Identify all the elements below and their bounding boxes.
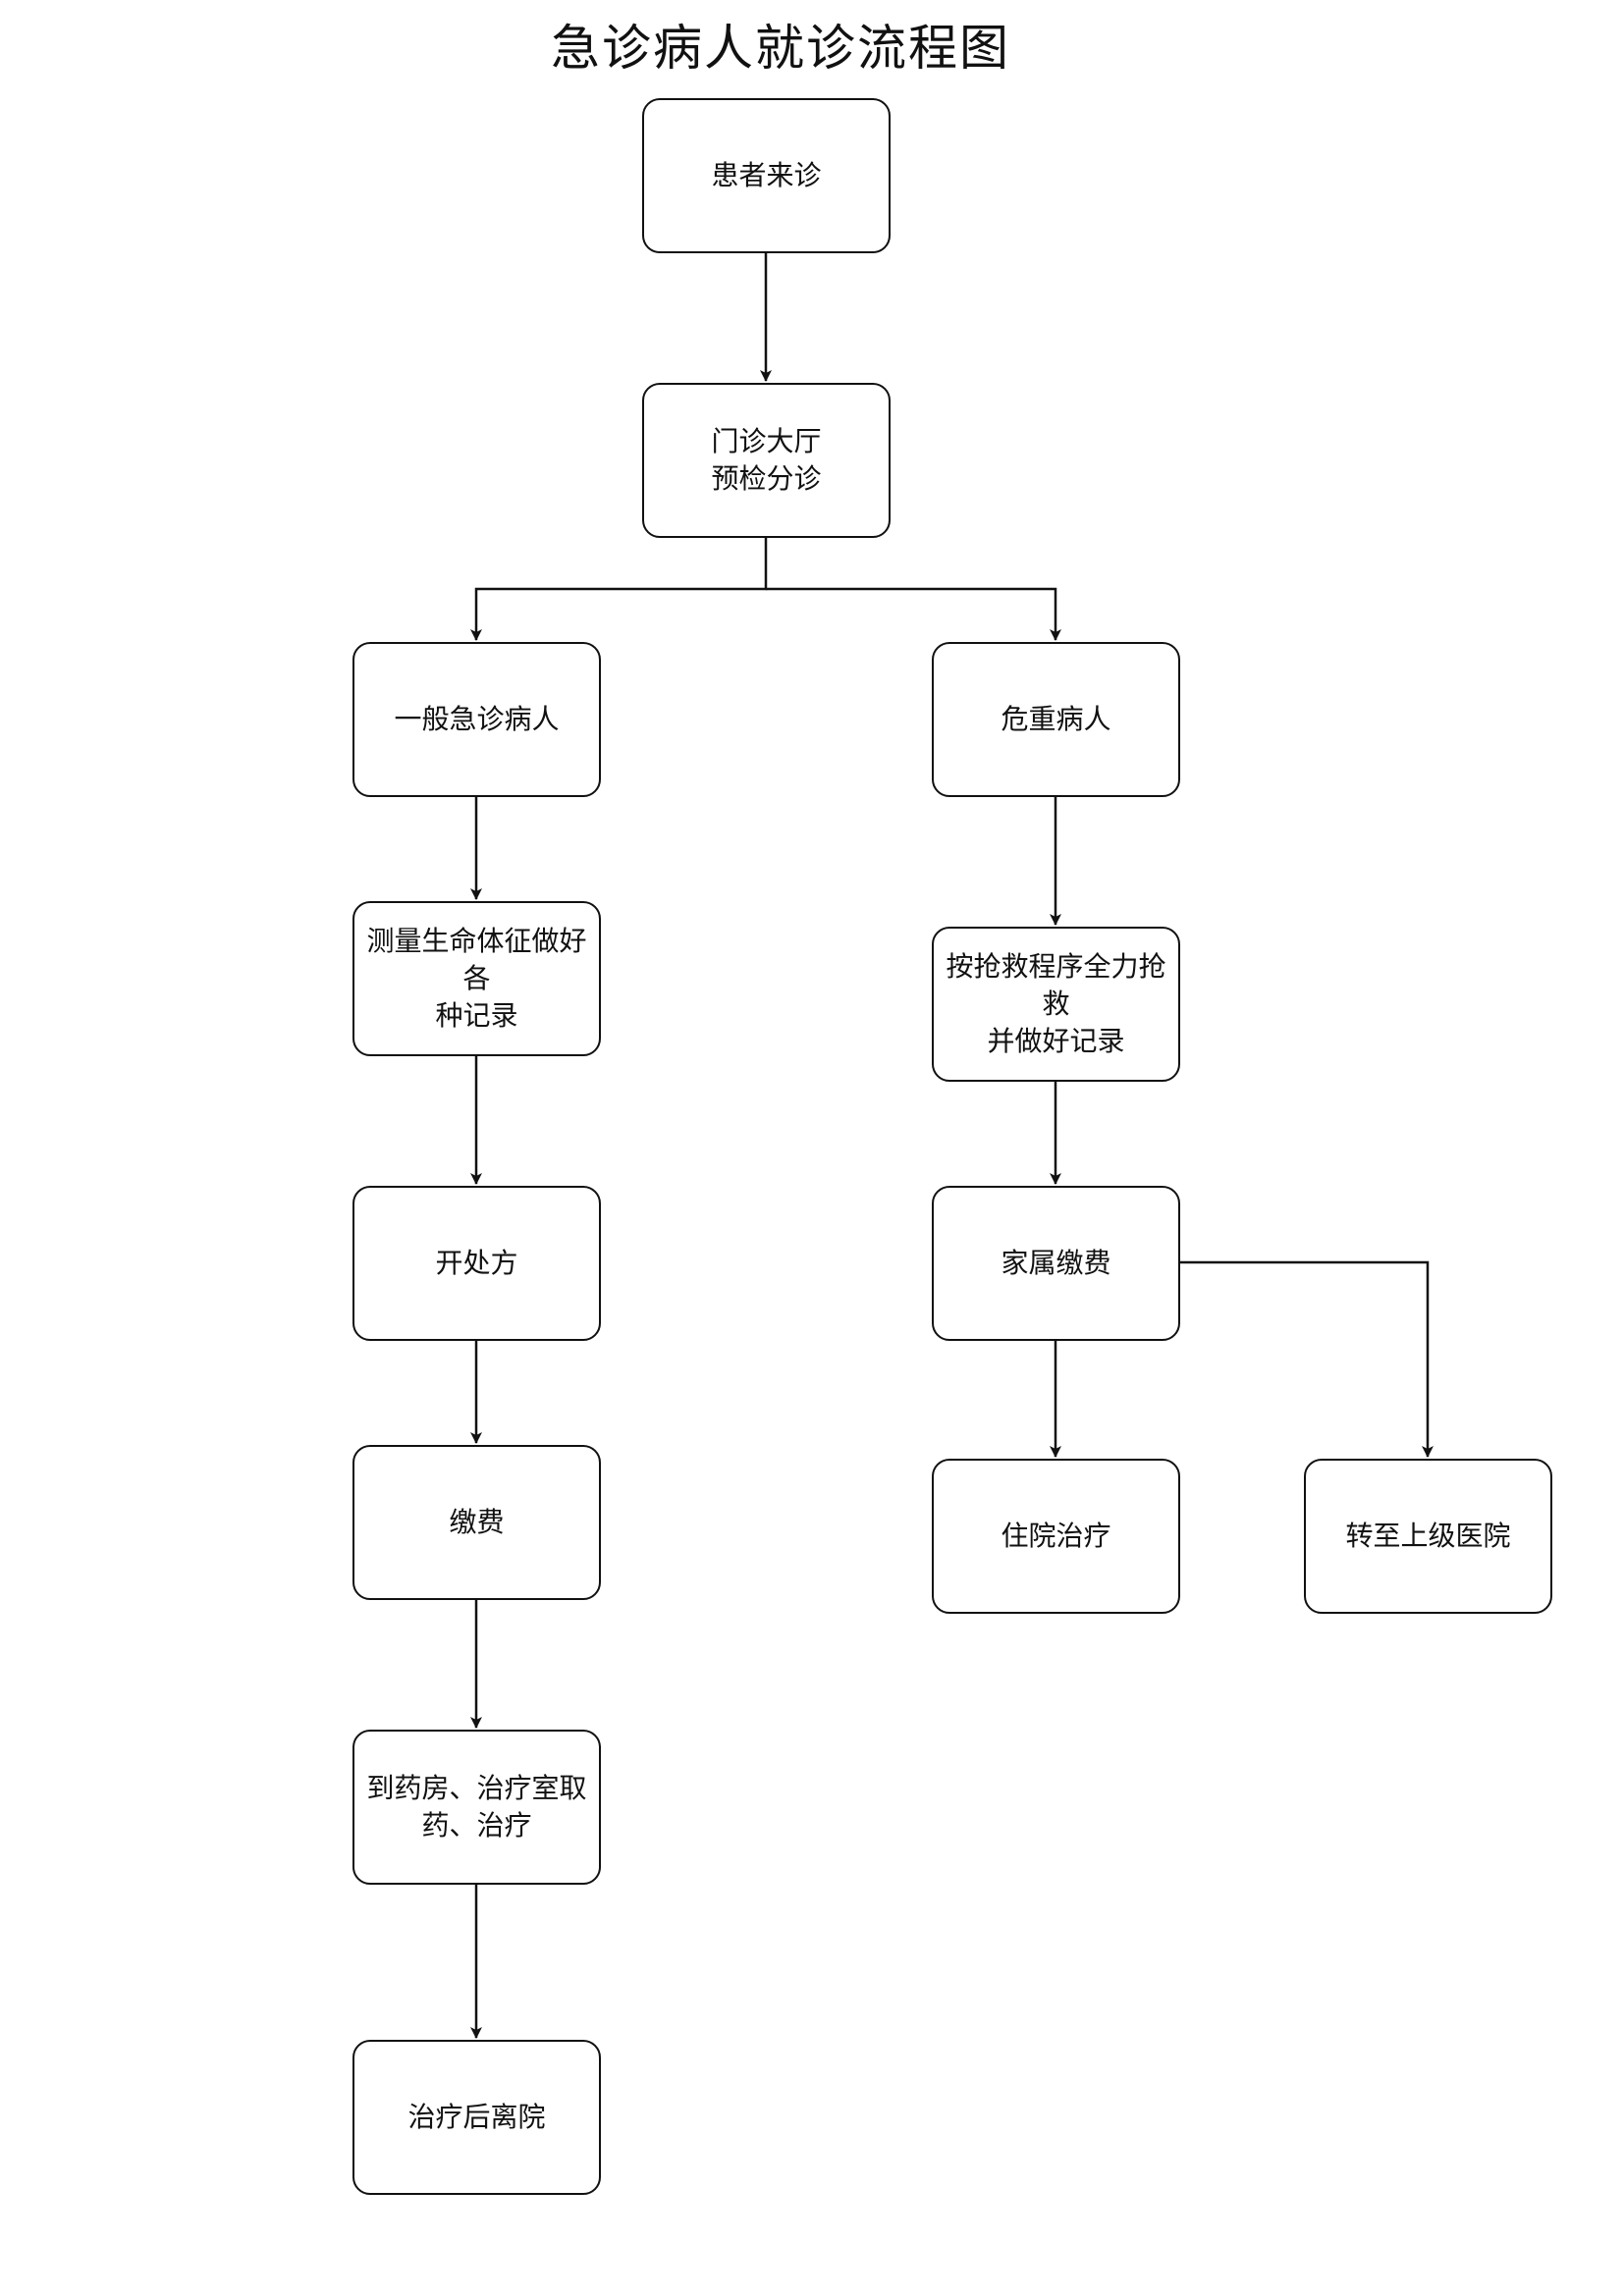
arrow-triage-to-general	[470, 538, 768, 641]
node-prescribe-label: 开处方	[435, 1247, 518, 1279]
node-triage-label: 门诊大厅 预检分诊	[711, 425, 822, 495]
node-arrive: 患者来诊	[642, 98, 891, 253]
arrow-family-pay-to-transfer	[1179, 1260, 1434, 1458]
node-rescue: 按抢救程序全力抢救 并做好记录	[932, 927, 1180, 1082]
node-prescribe: 开处方	[352, 1186, 601, 1341]
node-family-pay: 家属缴费	[932, 1186, 1180, 1341]
node-hospitalize: 住院治疗	[932, 1459, 1180, 1614]
node-family-pay-label: 家属缴费	[1001, 1247, 1111, 1279]
node-vitals-label: 测量生命体征做好各 种记录	[366, 925, 587, 1032]
node-discharge: 治疗后离院	[352, 2040, 601, 2195]
node-critical: 危重病人	[932, 642, 1180, 797]
node-transfer: 转至上级医院	[1304, 1459, 1552, 1614]
node-pay: 缴费	[352, 1445, 601, 1600]
diagram-title: 急诊病人就诊流程图	[551, 20, 1010, 77]
node-pharmacy: 到药房、治疗室取 药、治疗	[352, 1730, 601, 1885]
node-general: 一般急诊病人	[352, 642, 601, 797]
node-pharmacy-label: 到药房、治疗室取 药、治疗	[366, 1772, 587, 1842]
node-critical-label: 危重病人	[1001, 703, 1111, 735]
node-general-label: 一般急诊病人	[394, 703, 560, 735]
arrow-triage-to-critical	[766, 587, 1061, 641]
node-vitals: 测量生命体征做好各 种记录	[352, 901, 601, 1056]
node-hospitalize-label: 住院治疗	[1001, 1520, 1111, 1552]
node-arrive-label: 患者来诊	[711, 159, 822, 191]
node-triage: 门诊大厅 预检分诊	[642, 383, 891, 538]
node-pay-label: 缴费	[449, 1506, 505, 1538]
node-discharge-label: 治疗后离院	[407, 2101, 546, 2133]
node-rescue-label: 按抢救程序全力抢救 并做好记录	[946, 950, 1166, 1057]
node-transfer-label: 转至上级医院	[1345, 1520, 1511, 1552]
